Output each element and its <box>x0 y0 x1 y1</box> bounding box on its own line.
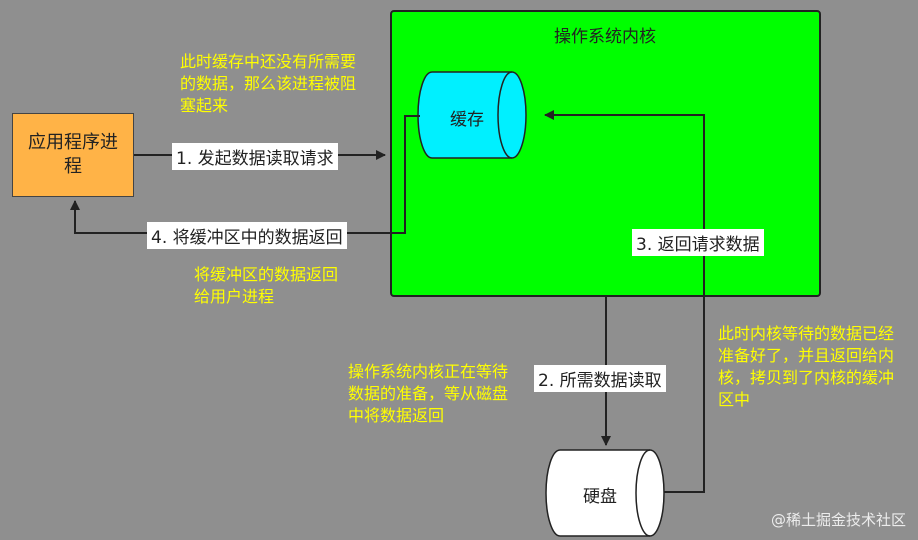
watermark: @稀土掘金技术社区 <box>770 511 906 529</box>
app-process-box: 应用程序进程 <box>12 113 134 197</box>
edge-1-label: 1. 发起数据读取请求 <box>172 143 338 170</box>
edge-2-label: 2. 所需数据读取 <box>534 365 666 392</box>
edge-4-label: 4. 将缓冲区中的数据返回 <box>147 222 347 249</box>
disk-cylinder <box>545 449 665 537</box>
note-blocked: 此时缓存中还没有所需要的数据，那么该进程被阻塞起来 <box>180 52 357 115</box>
note-kernel-waiting: 操作系统内核正在等待数据的准备，等从磁盘中将数据返回 <box>348 362 509 425</box>
disk-label: 硬盘 <box>583 487 617 507</box>
kernel-title: 操作系统内核 <box>554 27 656 47</box>
cache-cylinder <box>417 71 527 159</box>
edge-4-line <box>70 115 420 234</box>
note-data-ready: 此时内核等待的数据已经准备好了，并且返回给内核，拷贝到了内核的缓冲区中 <box>718 324 895 409</box>
note-return-user: 将缓冲区的数据返回给用户进程 <box>194 265 339 306</box>
cache-label: 缓存 <box>450 110 484 130</box>
edge-3-line <box>544 110 705 493</box>
edge-3-label: 3. 返回请求数据 <box>632 229 764 256</box>
